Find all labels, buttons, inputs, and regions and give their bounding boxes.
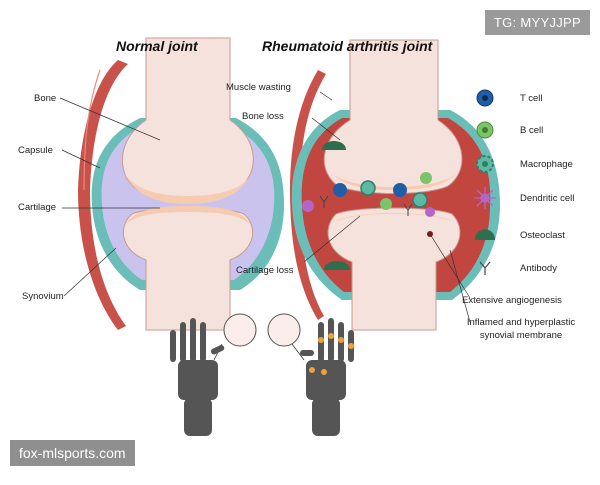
- upper-cartilage-normal: [124, 172, 252, 204]
- label-bone: Bone: [34, 93, 57, 104]
- title-ra-joint: Rheumatoid arthritis joint: [262, 38, 433, 54]
- lower-cartilage-normal: [126, 206, 250, 224]
- legend-label-macrophage: Macrophage: [520, 159, 573, 170]
- muscle-normal: [78, 60, 128, 330]
- ra-joint: [290, 39, 500, 331]
- label-synovial-membrane-line2: synovial membrane: [479, 330, 563, 341]
- normal-hand: [170, 318, 225, 436]
- label-bone-loss: Bone loss: [242, 111, 284, 122]
- label-muscle-wasting: Muscle wasting: [226, 82, 291, 93]
- hands: [170, 313, 354, 436]
- muscle-ra: [290, 70, 326, 320]
- legend-label-dendritic-cell: Dendritic cell: [520, 193, 575, 204]
- osteoclast-icon: [475, 229, 495, 240]
- ra-hand: [300, 318, 354, 436]
- legend-label-osteoclast: Osteoclast: [520, 230, 565, 241]
- legend-label-t-cell: T cell: [520, 93, 543, 104]
- label-synovial-membrane-line1: Inflamed and hyperplastic: [466, 317, 576, 328]
- normal-joint: [59, 37, 285, 331]
- label-angiogenesis: Extensive angiogenesis: [462, 295, 562, 306]
- label-capsule: Capsule: [18, 145, 53, 156]
- watermark-tag: TG: MYYJJPP: [484, 10, 590, 35]
- lower-bone-ra: [327, 207, 461, 331]
- title-normal-joint: Normal joint: [116, 38, 198, 54]
- upper-bone-normal: [122, 37, 254, 198]
- legend-icons: [474, 89, 496, 275]
- label-cartilage-loss: Cartilage loss: [236, 265, 294, 276]
- antibody-icon: [479, 261, 491, 275]
- watermark-site: fox-mlsports.com: [10, 440, 135, 466]
- dendritic-cell-icon: [474, 187, 496, 209]
- label-cartilage: Cartilage: [18, 202, 57, 213]
- legend-label-antibody: Antibody: [520, 263, 557, 274]
- label-synovium: Synovium: [22, 291, 64, 302]
- legend-label-b-cell: B cell: [520, 125, 544, 136]
